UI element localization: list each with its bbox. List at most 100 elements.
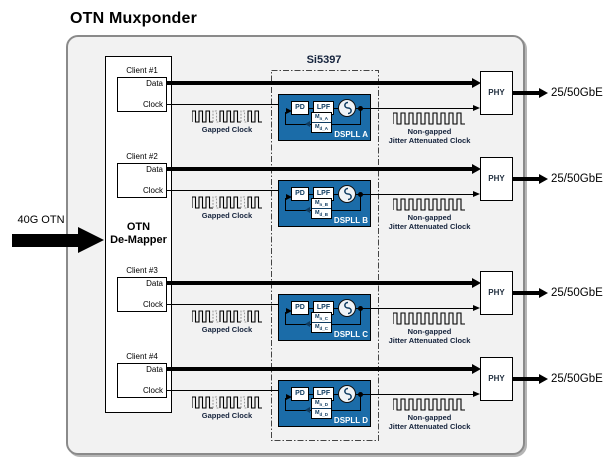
phy-output-arrowhead-icon [539, 174, 548, 184]
phy-output-line [513, 377, 540, 381]
data-line [167, 367, 472, 371]
gapped-clock-label: Gapped Clock [201, 211, 253, 220]
phy-box: PHY [480, 71, 513, 115]
data-arrowhead-icon [472, 364, 481, 374]
phy-output-line [513, 177, 540, 181]
demapper-box [105, 56, 172, 413]
dspll-label: DSPLL B [333, 216, 368, 225]
nongapped-clock-waveform [393, 312, 465, 325]
data-port-label: Data [146, 165, 163, 174]
phy-box: PHY [480, 271, 513, 315]
m-arrowhead-icon [305, 207, 310, 213]
m-denominator: Md_B [312, 208, 331, 218]
data-arrowhead-icon [472, 278, 481, 288]
nongapped-clock-label: Non-gapped Jitter Attenuated Clock [388, 413, 471, 431]
data-port-label: Data [146, 79, 163, 88]
clock-line [167, 104, 286, 105]
sine-wave-icon [344, 301, 352, 315]
gapped-clock-label: Gapped Clock [201, 325, 253, 334]
client-box [117, 277, 167, 312]
demapper-label-line1: OTN [126, 221, 151, 233]
feedback-riser [360, 195, 361, 210]
clock-port-label: Clock [142, 100, 163, 109]
nongapped-clock-waveform [393, 198, 465, 211]
output-arrowhead-icon [473, 191, 480, 197]
gapped-clock-waveform [192, 310, 262, 323]
m-arrowhead-icon [305, 321, 310, 327]
oscillator-icon [338, 299, 356, 317]
dspll-label: DSPLL D [333, 416, 368, 425]
m-divider-box: Mn_D Md_D [311, 398, 332, 419]
feedback-left-riser [285, 198, 286, 210]
ethernet-rate-label: 25/50GbE [551, 373, 603, 385]
sine-wave-icon [344, 187, 352, 201]
sine-wave-icon [344, 387, 352, 401]
gapped-clock-label: Gapped Clock [201, 411, 253, 420]
demapper-label: OTN De-Mapper [105, 221, 172, 247]
nongapped-clock-label: Non-gapped Jitter Attenuated Clock [388, 127, 471, 145]
phy-output-arrowhead-icon [539, 88, 548, 98]
pd-box: PD [291, 187, 309, 201]
clock-port-label: Clock [142, 386, 163, 395]
client-label: Client #1 [126, 66, 158, 75]
m-denominator: Md_A [312, 122, 331, 132]
si5397-dashed-box [271, 70, 379, 441]
lpf-vco-connector [334, 194, 338, 195]
gapped-clock-label: Gapped Clock [201, 125, 253, 134]
feedback-riser [360, 309, 361, 324]
chip-label: Si5397 [306, 54, 342, 66]
nongapped-clock-label: Non-gapped Jitter Attenuated Clock [388, 213, 471, 231]
dspll-label: DSPLL C [333, 330, 368, 339]
m-divider-box: Mn_C Md_C [311, 312, 332, 333]
m-numerator: Mn_B [314, 200, 329, 208]
client-box [117, 163, 167, 198]
gapped-clock-waveform [192, 196, 262, 209]
clock-line [167, 390, 286, 391]
phy-output-line [513, 91, 540, 95]
ethernet-rate-label: 25/50GbE [551, 287, 603, 299]
input-arrow-icon [12, 234, 78, 247]
output-clock-line [361, 308, 473, 309]
input-signal-label: 40G OTN [17, 214, 65, 226]
phy-output-arrowhead-icon [539, 374, 548, 384]
pd-box: PD [291, 387, 309, 401]
output-arrowhead-icon [473, 305, 480, 311]
clock-port-label: Clock [142, 186, 163, 195]
client-label: Client #2 [126, 152, 158, 161]
data-line [167, 81, 472, 85]
input-arrowhead-icon [78, 227, 104, 253]
phy-box: PHY [480, 157, 513, 201]
m-denominator: Md_C [312, 322, 331, 332]
m-divider-box: Mn_A Md_A [311, 112, 332, 133]
phy-output-arrowhead-icon [539, 288, 548, 298]
output-clock-line [361, 108, 473, 109]
junction-dot [358, 392, 363, 397]
data-port-label: Data [146, 279, 163, 288]
clock-port-label: Clock [142, 300, 163, 309]
pd-lpf-connector [309, 194, 313, 195]
output-clock-line [361, 194, 473, 195]
feedback-arrowhead-icon [286, 308, 292, 314]
oscillator-icon [338, 185, 356, 203]
output-arrowhead-icon [473, 391, 480, 397]
diagram-title: OTN Muxponder [70, 10, 198, 27]
oscillator-icon [338, 99, 356, 117]
data-line [167, 281, 472, 285]
data-line [167, 167, 472, 171]
pd-lpf-connector [309, 308, 313, 309]
m-numerator: Mn_D [314, 400, 329, 408]
output-arrowhead-icon [473, 105, 480, 111]
m-divider-box: Mn_B Md_B [311, 198, 332, 219]
feedback-left-riser [285, 312, 286, 324]
lpf-vco-connector [334, 394, 338, 395]
feedback-arrowhead-icon [286, 108, 292, 114]
nongapped-clock-waveform [393, 112, 465, 125]
lpf-vco-connector [334, 108, 338, 109]
gapped-clock-waveform [192, 396, 262, 409]
m-numerator: Mn_C [314, 314, 329, 322]
dspll-label: DSPLL A [334, 130, 368, 139]
demapper-label-line2: De-Mapper [110, 234, 167, 246]
m-arrowhead-icon [305, 121, 310, 127]
lpf-vco-connector [334, 308, 338, 309]
